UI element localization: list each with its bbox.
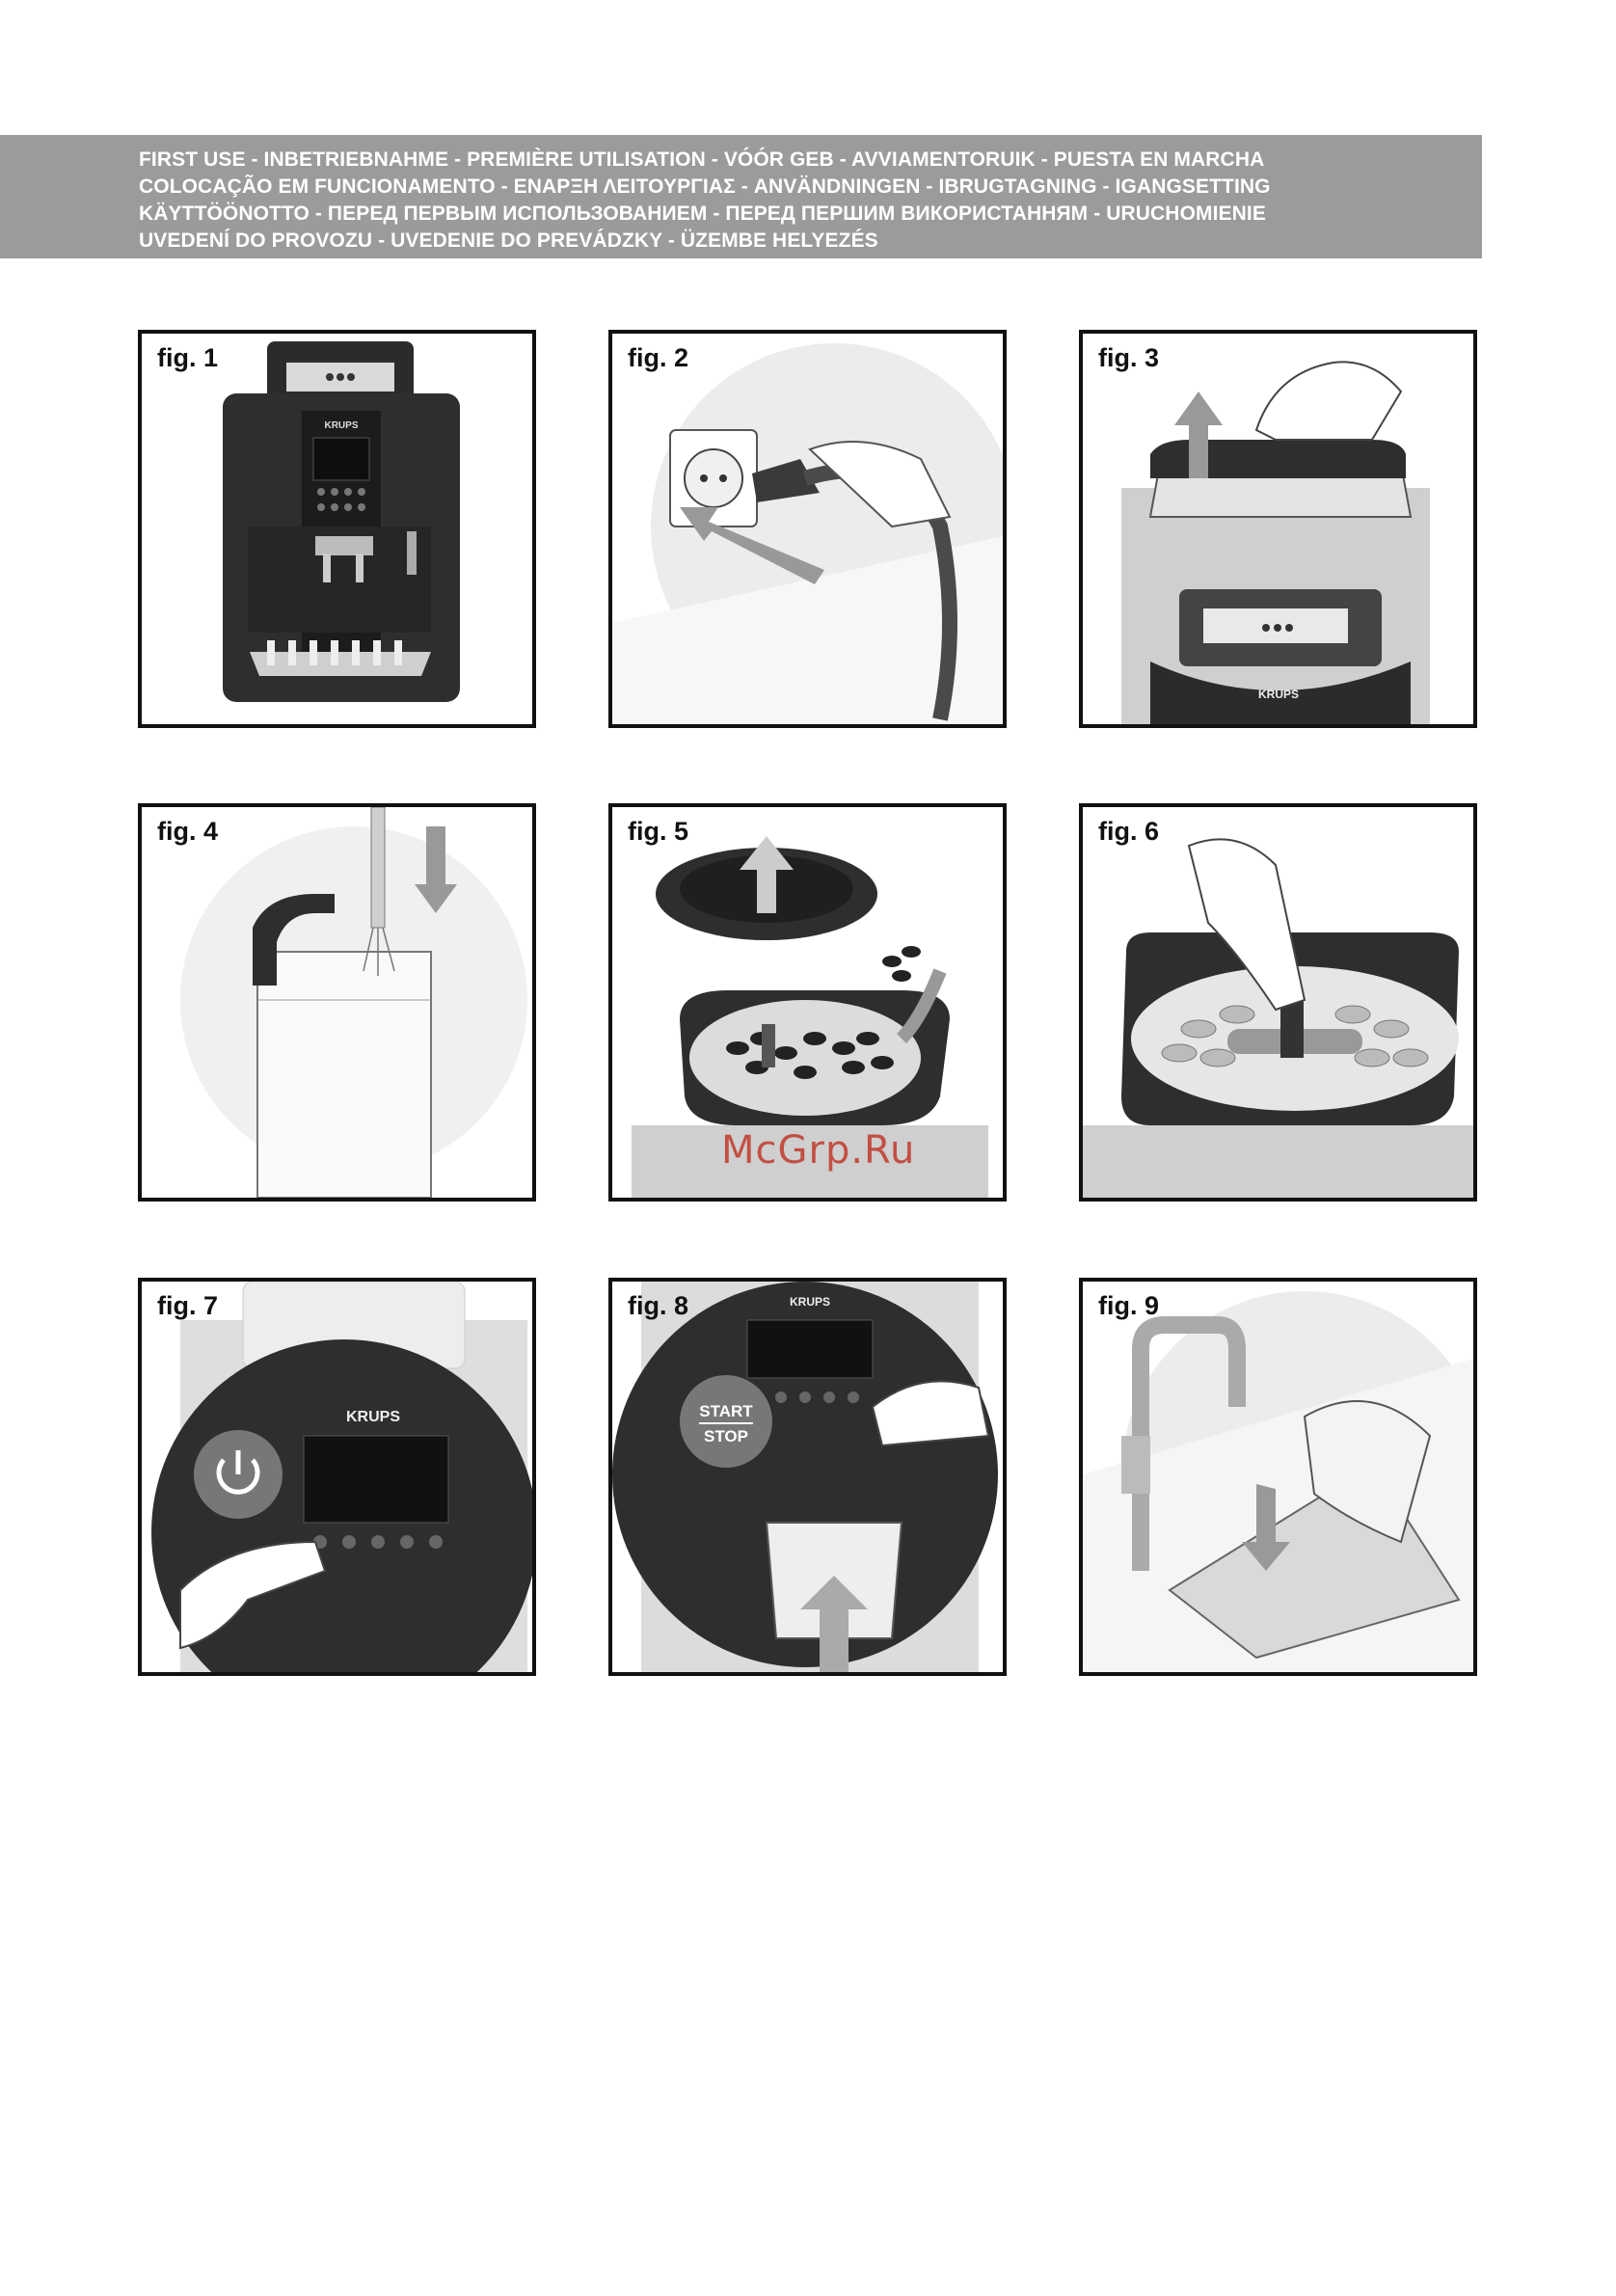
figure-label: fig. 6 [1098,817,1160,846]
figure-label: fig. 5 [628,817,689,846]
figure-2-plug-in: fig. 2 [608,330,1007,728]
start-label: START [699,1402,753,1420]
figure-4-fill-water-tank: fig. 4 [138,803,536,1202]
figure-1-machine-overview: fig. 1 KRUPS [138,330,536,728]
header-line-4: UVEDENÍ DO PROVOZU - UVEDENIE DO PREVÁDZ… [139,230,878,252]
figure-3-remove-water-tank: fig. 3 KRUPS [1079,330,1477,728]
page-header-banner: FIRST USE - INBETRIEBNAHME - PREMIÈRE UT… [0,135,1482,258]
brand-logo: KRUPS [1258,688,1299,701]
figure-label: fig. 1 [157,343,219,372]
brand-logo: KRUPS [346,1409,400,1425]
figure-6-grind-adjust: fig. 6 [1079,803,1477,1202]
figure-label: fig. 8 [628,1291,689,1320]
figure-5-fill-bean-container: fig. 5 [608,803,1007,1202]
header-line-2: COLOCAÇÃO EM FUNCIONAMENTO - ΕΝΑΡΞΗ ΛΕΙΤ… [139,176,1271,198]
figure-label: fig. 9 [1098,1291,1160,1320]
figure-8-start-stop: fig. 8 KRUPS START STOP [608,1278,1007,1676]
figure-label: fig. 7 [157,1291,219,1320]
header-line-3: KÄYTTÖÖNOTTO - ПЕРЕД ПЕРВЫМ ИСПОЛЬЗОВАНИ… [139,203,1266,225]
grind-setting-illustration [1083,838,1473,1198]
figure-7-power-on: fig. 7 KRUPS [138,1278,536,1676]
figure-label: fig. 4 [157,817,219,846]
power-button-illustration: KRUPS [151,1282,532,1672]
water-tank-lift-illustration: KRUPS [1121,361,1430,724]
water-filling-illustration [180,807,527,1198]
watermark-text: McGrp.Ru [721,1128,916,1173]
header-line-1: FIRST USE - INBETRIEBNAHME - PREMIÈRE UT… [139,149,1265,171]
bean-container-illustration [632,836,988,1198]
plug-socket-illustration [612,343,1003,724]
sink-pour-illustration [1083,1291,1473,1672]
figure-9-empty-water-sink: fig. 9 [1079,1278,1477,1676]
brand-logo: KRUPS [324,420,358,431]
coffee-machine-illustration: KRUPS [223,341,460,702]
stop-label: STOP [704,1427,748,1445]
brand-logo: KRUPS [790,1295,830,1309]
figure-label: fig. 3 [1098,343,1160,372]
figure-label: fig. 2 [628,343,689,372]
start-stop-illustration: KRUPS START STOP [612,1282,998,1672]
